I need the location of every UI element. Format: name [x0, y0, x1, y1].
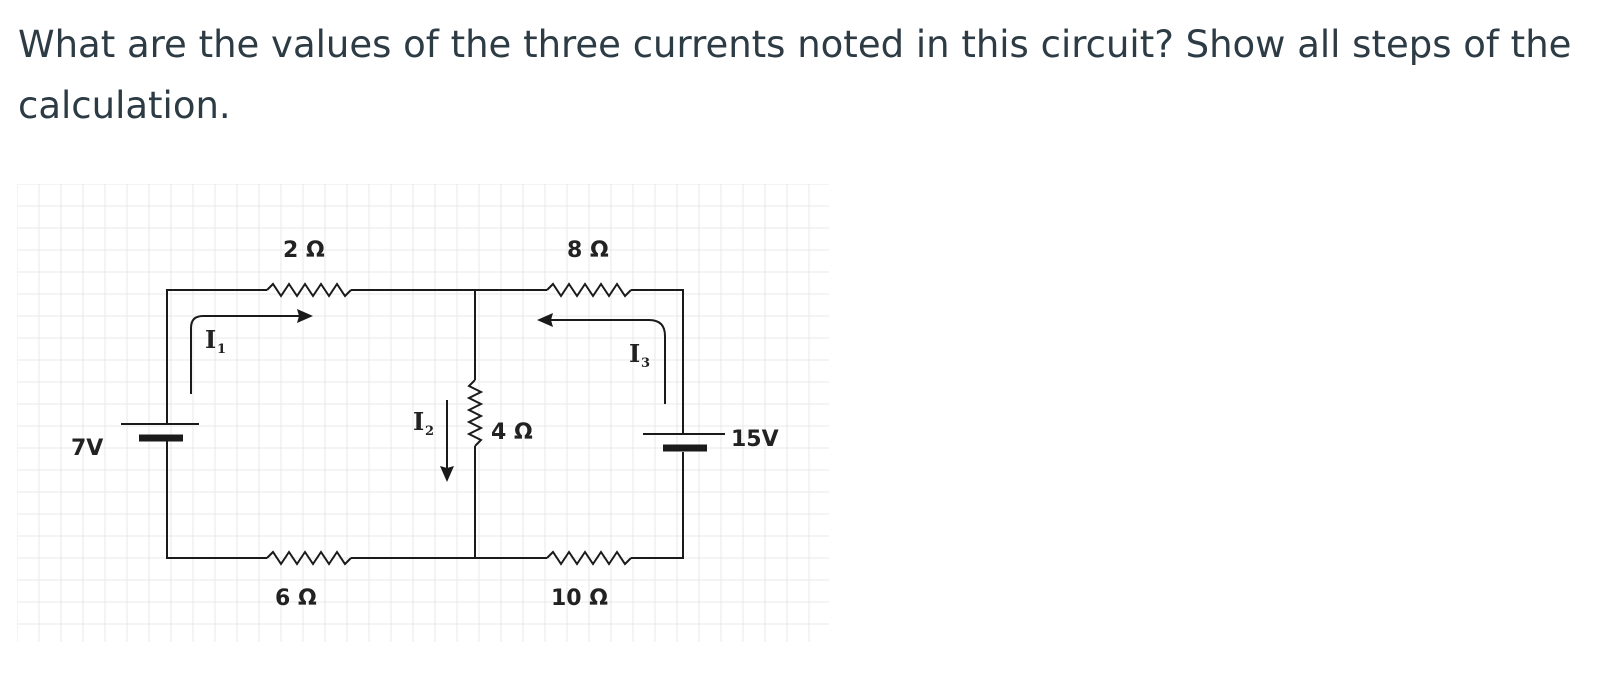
- label-8ohm: 8 Ω: [567, 238, 609, 263]
- resistor-4ohm: [466, 379, 484, 447]
- i2-arrowhead: [440, 466, 454, 482]
- current-arrows: [190, 315, 666, 468]
- label-i2-sub: 2: [425, 424, 434, 439]
- label-i3: I: [629, 339, 640, 368]
- label-6ohm: 6 Ω: [275, 586, 317, 611]
- wire-right-bottom: [631, 452, 684, 559]
- label-i3-sub: 3: [641, 356, 650, 371]
- circuit-svg: 2 Ω 8 Ω 4 Ω 6 Ω 10 Ω 7V 15V I 1 I 2 I 3: [17, 184, 829, 642]
- wire-left-top: [166, 289, 267, 424]
- i1-arrowhead: [297, 309, 313, 323]
- battery-7v: [121, 423, 199, 472]
- wire-left-bottom: [166, 472, 267, 559]
- circuit-diagram: 2 Ω 8 Ω 4 Ω 6 Ω 10 Ω 7V 15V I 1 I 2 I 3: [17, 184, 859, 662]
- resistor-10ohm: [546, 550, 632, 566]
- label-i1-sub: 1: [217, 342, 226, 357]
- resistor-2ohm: [266, 282, 352, 298]
- resistor-6ohm: [266, 550, 352, 566]
- label-4ohm: 4 Ω: [491, 420, 533, 445]
- arrow-heads: [297, 309, 553, 482]
- resistor-8ohm: [546, 282, 632, 298]
- grid-background: [17, 184, 829, 642]
- label-i2: I: [413, 407, 424, 436]
- i3-arrow: [551, 319, 666, 404]
- wire-right-top: [631, 289, 684, 434]
- label-7v: 7V: [71, 436, 103, 461]
- label-2ohm: 2 Ω: [283, 238, 325, 263]
- label-10ohm: 10 Ω: [551, 586, 608, 611]
- battery-15v: [643, 433, 725, 452]
- question-text: What are the values of the three current…: [18, 23, 1572, 127]
- label-i1: I: [205, 325, 216, 354]
- i1-arrow: [190, 315, 299, 394]
- label-15v: 15V: [731, 427, 779, 452]
- wires: [166, 282, 684, 566]
- i3-arrowhead: [537, 313, 553, 327]
